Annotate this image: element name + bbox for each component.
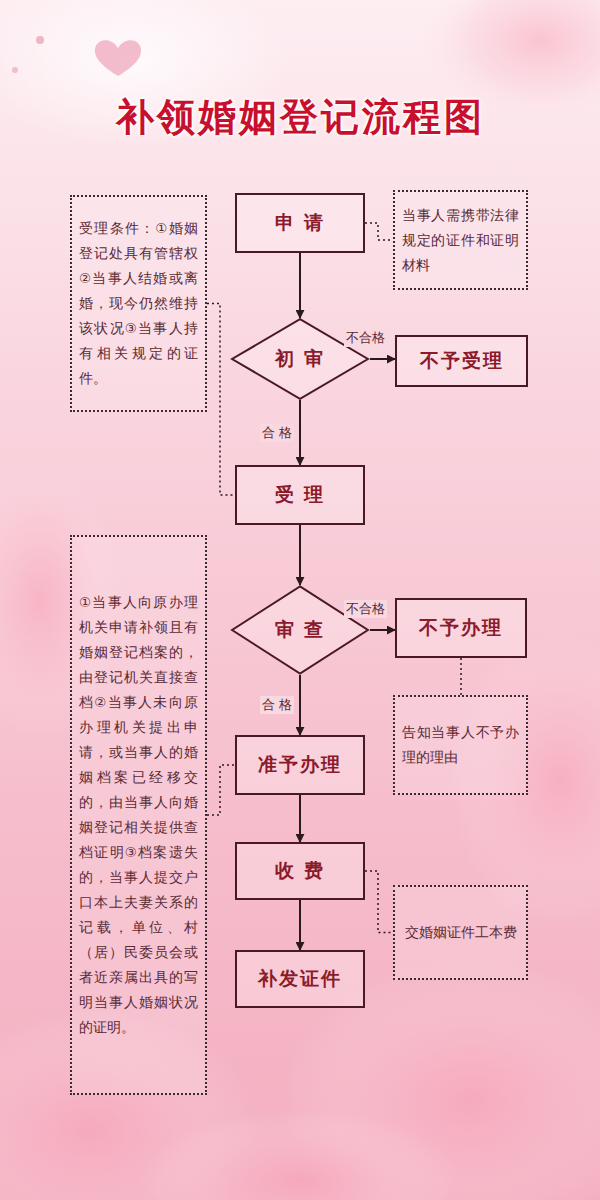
node-label: 初 审 xyxy=(275,346,326,372)
process-box: 受 理 xyxy=(235,465,365,525)
process-box: 收 费 xyxy=(235,842,365,900)
leader-line xyxy=(207,765,235,815)
note-text: 受理条件：①婚姻登记处具有管辖权②当事人结婚或离婚，现今仍然维持该状况③当事人持… xyxy=(79,216,198,391)
flow-arrow xyxy=(299,675,301,735)
leader-line xyxy=(207,304,235,496)
flow-arrow xyxy=(299,900,301,950)
note-callout: 受理条件：①婚姻登记处具有管辖权②当事人结婚或离婚，现今仍然维持该状况③当事人持… xyxy=(70,195,207,412)
leader-line xyxy=(365,871,393,933)
process-box: 准予办理 xyxy=(235,735,365,795)
note-callout: 告知当事人不予办理的理由 xyxy=(393,695,528,795)
node-label: 准予办理 xyxy=(258,752,342,778)
diagram-title: 补领婚姻登记流程图 xyxy=(0,92,600,143)
process-box: 补发证件 xyxy=(235,950,365,1008)
node-label: 申 请 xyxy=(275,210,326,236)
node-label: 受 理 xyxy=(275,482,326,508)
flow-arrow xyxy=(299,253,301,318)
note-text: 交婚姻证件工本费 xyxy=(402,920,519,945)
edge-label: 合 格 xyxy=(260,696,294,714)
edge-label: 合 格 xyxy=(260,424,294,442)
flow-arrow xyxy=(370,629,395,631)
flow-arrow xyxy=(370,358,395,360)
decision-diamond: 审 查 xyxy=(230,585,370,675)
edge-label: 不合格 xyxy=(344,600,387,618)
node-label: 不予受理 xyxy=(420,348,504,374)
note-text: ①当事人向原办理机关申请补领且有婚姻登记档案的，由登记机关直接查档②当事人未向原… xyxy=(79,590,198,1040)
note-callout: 当事人需携带法律规定的证件和证明材料 xyxy=(393,190,528,290)
node-label: 不予办理 xyxy=(419,615,503,641)
flow-arrow xyxy=(299,525,301,585)
node-label: 审 查 xyxy=(275,617,326,643)
leader-line xyxy=(365,223,393,240)
note-callout: 交婚姻证件工本费 xyxy=(393,885,528,980)
process-box: 不予办理 xyxy=(395,598,527,658)
process-box: 不予受理 xyxy=(395,335,528,387)
flow-arrow xyxy=(299,400,301,465)
process-box: 申 请 xyxy=(235,193,365,253)
node-label: 补发证件 xyxy=(258,966,342,992)
edge-label: 不合格 xyxy=(344,329,387,347)
note-text: 当事人需携带法律规定的证件和证明材料 xyxy=(402,203,519,278)
note-text: 告知当事人不予办理的理由 xyxy=(402,720,519,770)
note-callout: ①当事人向原办理机关申请补领且有婚姻登记档案的，由登记机关直接查档②当事人未向原… xyxy=(70,535,207,1095)
node-label: 收 费 xyxy=(275,858,326,884)
flow-arrow xyxy=(299,795,301,842)
leader-line xyxy=(460,658,462,695)
